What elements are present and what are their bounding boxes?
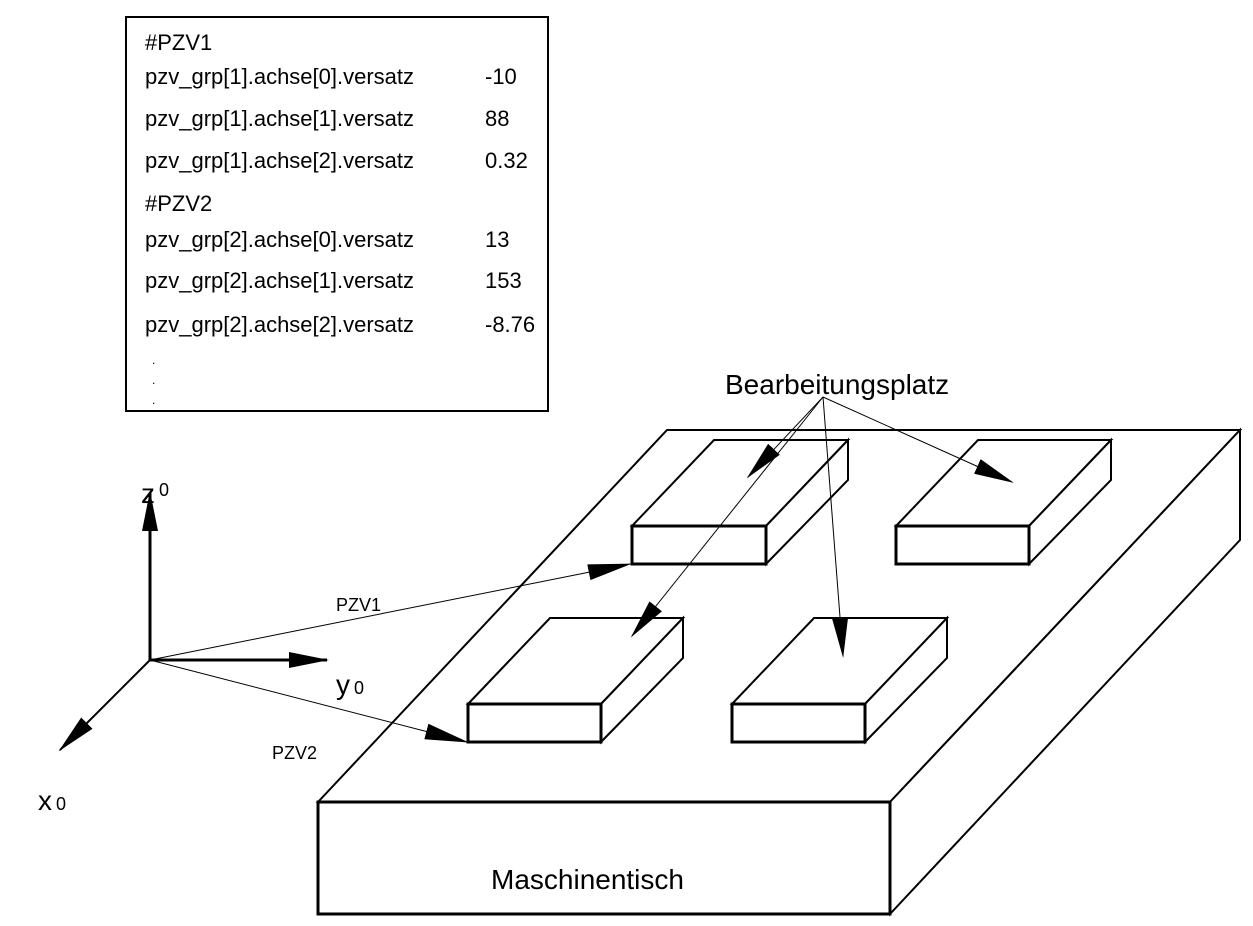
table-front-face [316, 800, 892, 916]
arrow-to-front-right [822, 396, 849, 658]
param-value: 0.32 [485, 148, 528, 173]
continuation-dot: . [152, 393, 156, 407]
offset-vectors [149, 563, 632, 743]
workstation-block-front-left [465, 615, 686, 745]
param-name: pzv_grp[2].achse[2].versatz [145, 312, 415, 337]
param-row: pzv_grp[1].achse[1].versatz 88 [145, 106, 509, 132]
param-name: pzv_grp[1].achse[1].versatz [145, 106, 415, 131]
arrow-to-back-right [822, 396, 1014, 483]
x-axis-letter: x [38, 785, 52, 816]
workstation-block-front-right [729, 615, 950, 745]
arrow-to-back-left [746, 396, 824, 479]
param-value: -8.76 [485, 312, 536, 337]
param-row: pzv_grp[1].achse[2].versatz 0.32 [145, 148, 528, 174]
coordinate-system [58, 491, 329, 752]
workstation-block-back-right [893, 437, 1114, 567]
continuation-dot: . [152, 373, 156, 387]
pzv2-label: PZV2 [272, 743, 317, 763]
param-row: pzv_grp[1].achse[0].versatz -10 [145, 64, 517, 90]
z-axis-subscript: 0 [159, 480, 169, 500]
arrow-to-front-left [630, 396, 824, 638]
param-name: pzv_grp[1].achse[2].versatz [145, 148, 415, 173]
group-header-pzv2: #PZV2 [145, 191, 213, 216]
param-row: pzv_grp[2].achse[1].versatz 153 [145, 268, 522, 294]
y-axis-letter: y [336, 669, 350, 700]
param-value: 153 [485, 268, 522, 293]
workstation-label: Bearbeitungsplatz [725, 369, 949, 400]
vector-pzv1 [149, 563, 632, 661]
param-value: -10 [485, 64, 517, 89]
param-value: 88 [485, 106, 510, 131]
x-axis [58, 659, 151, 752]
workstation-arrows [630, 396, 1014, 658]
continuation-dot: . [152, 353, 156, 367]
param-name: pzv_grp[2].achse[0].versatz [145, 227, 415, 252]
parameter-table: #PZV1 pzv_grp[1].achse[0].versatz -10 pzv… [125, 16, 549, 412]
param-name: pzv_grp[1].achse[0].versatz [145, 64, 415, 89]
x-axis-subscript: 0 [56, 794, 66, 814]
param-row: pzv_grp[2].achse[2].versatz -8.76 [145, 312, 535, 338]
workstation-block-back-left [629, 437, 851, 567]
pzv1-label: PZV1 [336, 595, 381, 615]
group-header-pzv1: #PZV1 [145, 30, 213, 55]
param-value: 13 [485, 227, 510, 252]
param-name: pzv_grp[2].achse[1].versatz [145, 268, 415, 293]
y-axis-subscript: 0 [354, 678, 364, 698]
machine-table-label: Maschinentisch [491, 864, 684, 895]
param-row: pzv_grp[2].achse[0].versatz 13 [145, 227, 509, 253]
z-axis-letter: z [141, 478, 155, 509]
vector-pzv2 [149, 659, 469, 743]
